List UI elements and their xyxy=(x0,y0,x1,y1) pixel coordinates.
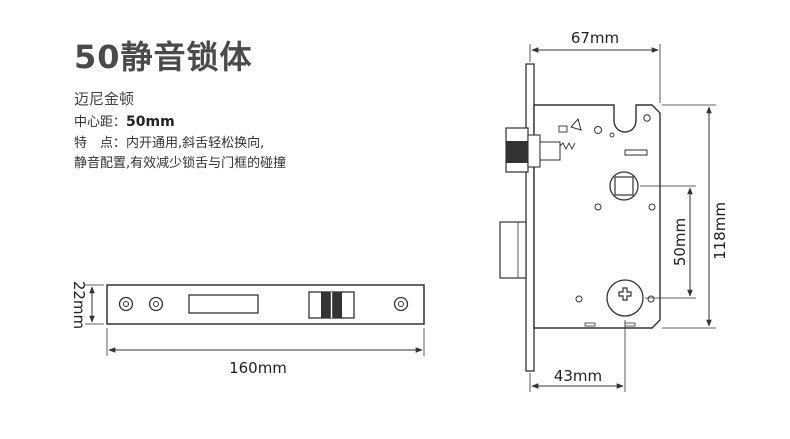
lock-body-drawing xyxy=(499,63,661,372)
faceplate-bolt-slot xyxy=(188,294,259,314)
dim-width-total: 67mm xyxy=(529,29,661,103)
brand-name: 迈尼金顿 xyxy=(74,90,135,108)
spec-feature-line2: 静音配置,有效减少锁舌与门框的碰撞 xyxy=(74,156,287,171)
spec-center-label: 中心距： xyxy=(74,115,127,130)
spec-center-value: 50mm xyxy=(126,114,175,130)
spec-feature-label: 特 点： xyxy=(74,136,127,151)
dim-height-total: 118mm xyxy=(662,104,729,329)
lock-case xyxy=(533,104,661,329)
spec-feature-line1: 内开通用,斜舌轻松换向, xyxy=(126,136,265,151)
dim-width-total-label: 67mm xyxy=(571,29,619,47)
spec-features: 特 点：内开通用,斜舌轻松换向, xyxy=(74,134,264,154)
faceplate-screw-hole xyxy=(148,296,164,312)
faceplate-outline xyxy=(106,284,425,325)
dim-height-total-label: 118mm xyxy=(711,202,729,260)
latch-spring xyxy=(559,141,576,151)
faceplate-drawing xyxy=(106,284,425,325)
spec-center-distance: 中心距：50mm xyxy=(74,112,175,133)
dim-backset-label: 43mm xyxy=(554,367,602,385)
deadbolt-block xyxy=(499,221,527,279)
lock-front-plate xyxy=(525,63,535,372)
dim-center-distance-label: 50mm xyxy=(671,218,689,266)
dim-faceplate-length-label: 160mm xyxy=(229,359,287,377)
dim-faceplate-width: 22mm xyxy=(70,281,104,329)
cylinder-hole xyxy=(606,279,644,317)
dim-faceplate-width-label: 22mm xyxy=(70,281,88,329)
product-title: 50静音锁体 xyxy=(74,38,253,76)
latch-bolt xyxy=(506,141,528,163)
dim-backset: 43mm xyxy=(529,320,626,392)
cylinder-cross-icon xyxy=(618,287,632,301)
faceplate-screw-hole xyxy=(118,296,134,312)
handle-spindle-square xyxy=(614,176,634,196)
faceplate-screw-hole xyxy=(393,296,409,312)
spec-features-cont: 静音配置,有效减少锁舌与门框的碰撞 xyxy=(74,154,286,174)
dim-faceplate-length: 160mm xyxy=(106,328,425,377)
dim-center-distance: 50mm xyxy=(640,185,696,299)
